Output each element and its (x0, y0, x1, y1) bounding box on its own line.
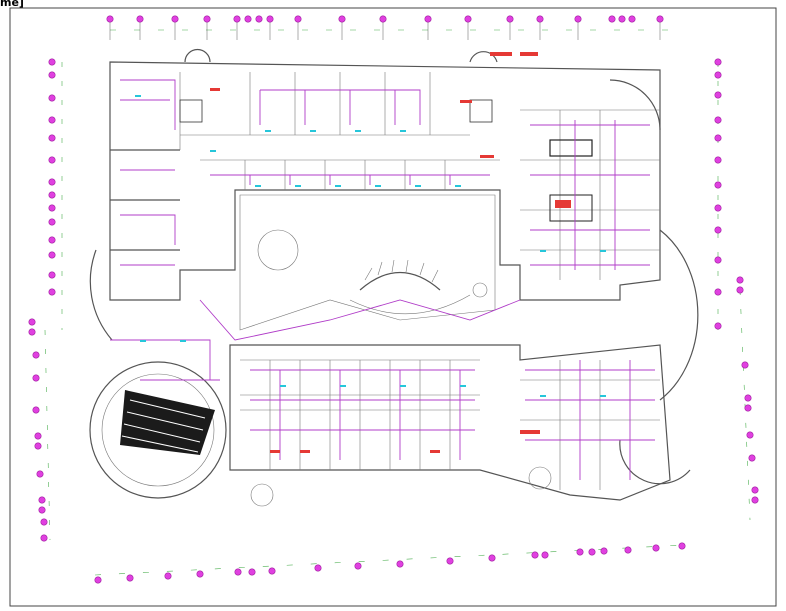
wiring-runs (110, 79, 655, 480)
fixture-marks (135, 95, 606, 397)
grid-bubbles-top (106, 15, 664, 40)
grid-bubbles-bottom (94, 542, 686, 584)
sheet-border (9, 7, 777, 607)
grid-bubbles-left (28, 58, 56, 542)
corner-label: me] (0, 0, 24, 9)
curved-features (89, 48, 699, 507)
annotation-marks (210, 52, 571, 453)
dimension-chains (44, 29, 751, 576)
grid-bubbles-right (714, 58, 759, 504)
